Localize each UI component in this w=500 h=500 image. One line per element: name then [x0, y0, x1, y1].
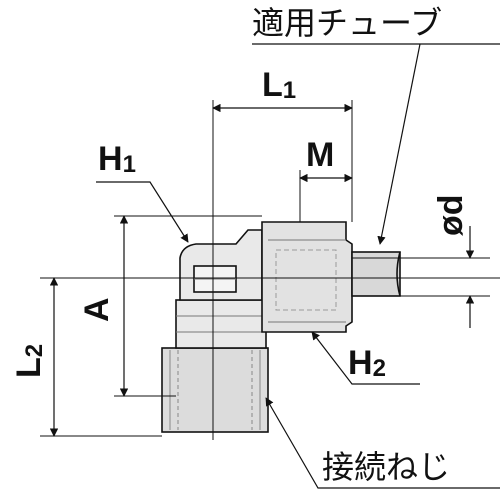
l2-label: L2 — [10, 344, 48, 378]
m-label: M — [306, 136, 334, 174]
hex-body — [175, 299, 267, 349]
thread-label: 接続ねじ — [322, 448, 450, 486]
phi-d-label: ød — [432, 194, 470, 236]
l1-label: L1 — [262, 66, 296, 104]
h2-label: H2 — [348, 344, 386, 382]
h1-label: H1 — [98, 140, 136, 178]
thread-lines — [169, 350, 261, 430]
a-label: A — [78, 297, 116, 322]
tube — [351, 251, 401, 297]
elbow-fitting — [161, 221, 401, 433]
tube-label: 適用チューブ — [252, 4, 442, 42]
leader-lines — [96, 43, 500, 489]
male-thread — [161, 347, 269, 433]
labels: 適用チューブ L1 M H1 ød A L2 H2 接続ねじ — [10, 4, 470, 486]
dimension-arrows — [49, 103, 475, 437]
